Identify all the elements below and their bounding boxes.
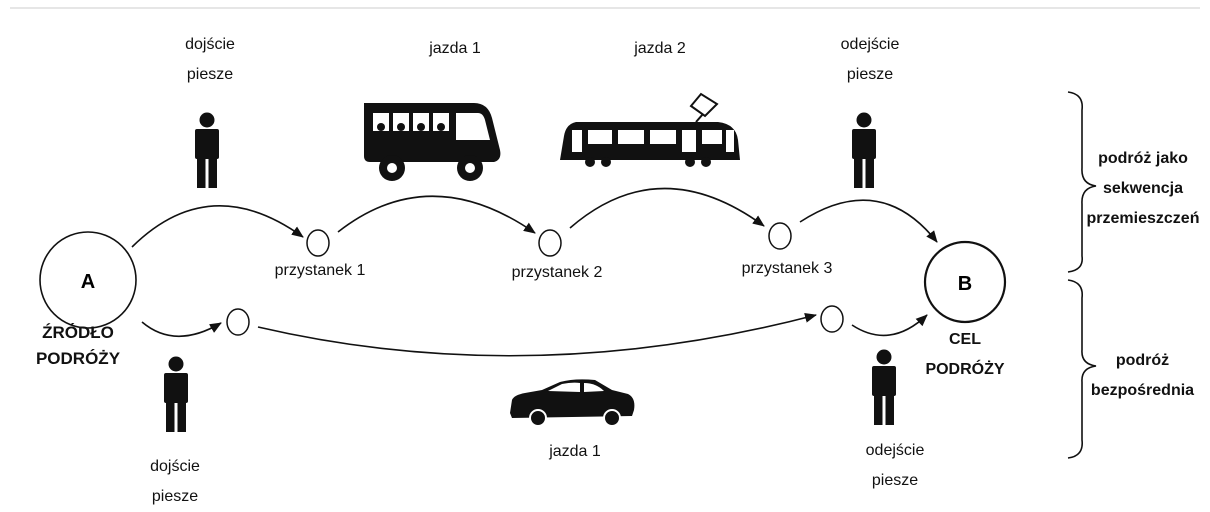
origin-node-letter: A bbox=[81, 271, 95, 293]
brace-top-label: podróż jako sekwencja przemieszczeń bbox=[1086, 150, 1200, 227]
walk-out-bottom-label: odejście piesze bbox=[865, 442, 925, 489]
bus-icon bbox=[364, 103, 501, 181]
stop-1-node bbox=[306, 229, 330, 257]
brace-bottom-label: podróż bezpośrednia bbox=[1090, 352, 1195, 399]
arrow-car-ride bbox=[257, 312, 817, 357]
stop-3-label: przystanek 3 bbox=[741, 260, 833, 277]
arrow-walk-in-bottom bbox=[141, 321, 222, 338]
arrow-tram-ride bbox=[569, 187, 765, 229]
arrow-walk-out-top bbox=[799, 199, 938, 243]
pedestrian-icon bbox=[852, 112, 876, 188]
origin-caption: ŹRÓDŁO PODRÓŻY bbox=[35, 323, 121, 368]
brace-bottom bbox=[1067, 279, 1097, 459]
stop-2-node bbox=[538, 229, 562, 257]
destination-node-letter: B bbox=[958, 273, 972, 295]
arrow-walk-out-bottom bbox=[851, 314, 928, 337]
bottom-stop-right-node bbox=[820, 305, 844, 333]
ride-1-car-label: jazda 1 bbox=[549, 443, 601, 460]
arrow-walk-in-top bbox=[131, 205, 304, 248]
car-icon bbox=[510, 379, 635, 427]
stop-1-label: przystanek 1 bbox=[274, 262, 366, 279]
destination-caption: CEL PODRÓŻY bbox=[925, 331, 1005, 378]
tram-icon bbox=[560, 92, 740, 167]
ride-2-tram-label: jazda 2 bbox=[634, 40, 686, 57]
stop-2-label: przystanek 2 bbox=[511, 264, 603, 281]
pedestrian-icon bbox=[872, 349, 896, 425]
pedestrian-icon bbox=[195, 112, 219, 188]
ride-1-bus-label: jazda 1 bbox=[429, 40, 481, 57]
brace-top bbox=[1067, 91, 1097, 273]
walk-in-top-label: dojście piesze bbox=[185, 36, 235, 83]
walk-out-top-label: odejście piesze bbox=[840, 36, 900, 83]
stop-3-node bbox=[768, 222, 792, 250]
origin-node bbox=[39, 231, 137, 329]
bottom-stop-left-node bbox=[226, 308, 250, 336]
walk-in-bottom-label: dojście piesze bbox=[150, 458, 200, 505]
pedestrian-icon bbox=[164, 356, 188, 432]
arrow-bus-ride bbox=[337, 195, 536, 234]
destination-node bbox=[923, 240, 1007, 324]
